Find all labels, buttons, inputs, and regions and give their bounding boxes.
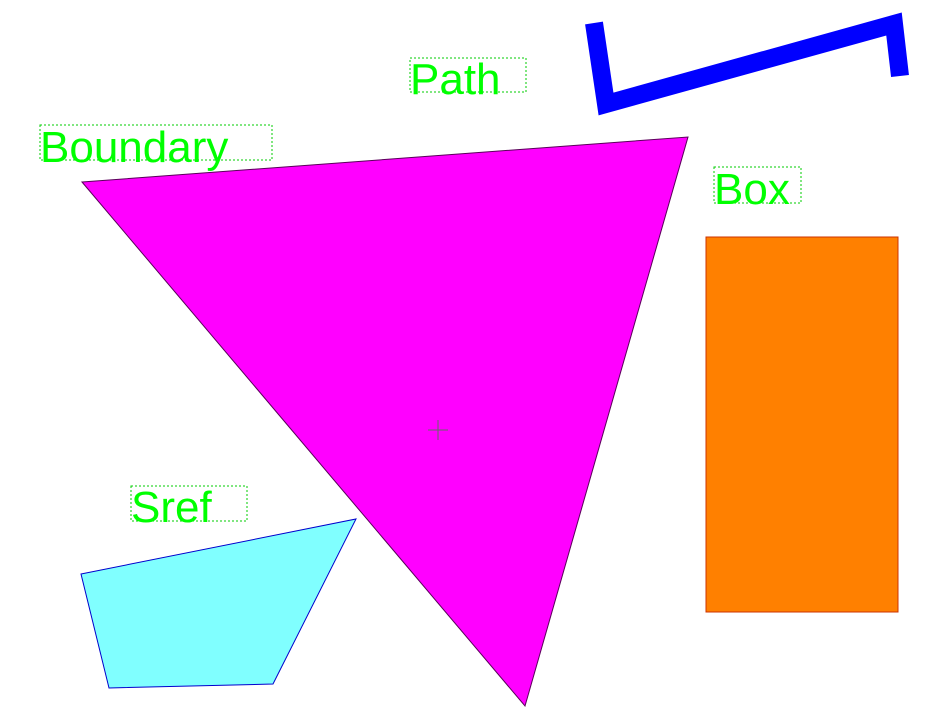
path-shape[interactable] [585,12,909,116]
label-path-box [409,57,527,93]
label-path-text: Path [410,55,501,104]
crosshair-icon [428,420,448,440]
label-box: Box [713,165,802,214]
label-boundary: Boundary [39,123,273,172]
label-box-box [713,166,802,204]
label-path: Path [409,55,527,104]
label-sref-text: Sref [131,483,212,532]
boundary-shape[interactable] [80,136,689,708]
sref-shape[interactable] [80,518,357,689]
label-boundary-text: Boundary [40,123,228,172]
box-shape[interactable] [705,236,899,613]
label-sref: Sref [130,483,248,532]
label-boundary-box [39,124,273,161]
label-sref-box [130,485,248,522]
label-box-text: Box [714,165,790,214]
